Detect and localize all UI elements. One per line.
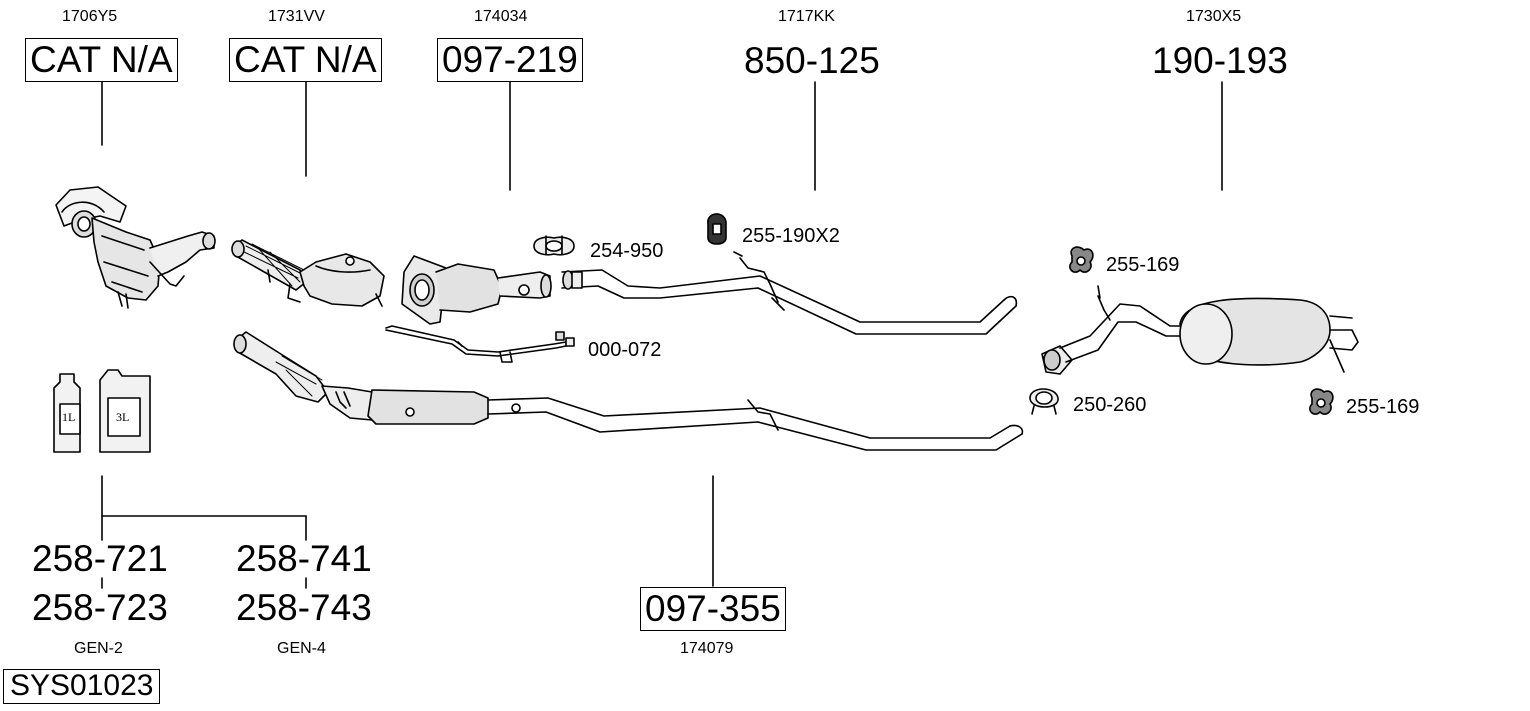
- intermediate-pipe-drawing: [561, 251, 1018, 335]
- part-code[interactable]: 850-125: [744, 40, 880, 81]
- fluid-code[interactable]: 258-721: [32, 538, 168, 579]
- part-ref-label: 1730X5: [1186, 8, 1242, 25]
- part-code-box[interactable]: CAT N/A: [229, 38, 382, 82]
- part-code-box[interactable]: 097-219: [437, 38, 583, 82]
- fluid-code[interactable]: 258-723: [32, 587, 168, 628]
- part-code[interactable]: 190-193: [1152, 40, 1288, 81]
- part-code-box[interactable]: 097-355: [640, 587, 786, 631]
- sensor-pipe-drawing: [385, 325, 575, 363]
- accessory-code[interactable]: 000-072: [588, 339, 662, 361]
- bottle-volume-label: 1L: [62, 410, 76, 424]
- part-ref-label: 1717KK: [778, 8, 835, 25]
- clamp-254-950-drawing: [533, 235, 575, 256]
- accessory-code[interactable]: 255-169: [1346, 396, 1420, 418]
- part-ref-label: 174079: [680, 640, 734, 657]
- fluid-code[interactable]: 258-743: [236, 587, 372, 628]
- part-ref-label: 174034: [474, 8, 528, 25]
- accessory-code[interactable]: 255-169: [1106, 254, 1180, 276]
- fluid-code[interactable]: 258-741: [236, 538, 372, 579]
- accessory-code[interactable]: 255-190X2: [742, 225, 840, 247]
- accessory-code[interactable]: 254-950: [590, 240, 664, 262]
- particulate-filter-drawing: [401, 255, 552, 325]
- fluid-bottle-3l-icon: [99, 369, 151, 453]
- gen-label: GEN-4: [277, 640, 326, 657]
- clamp-250-260-drawing: [1029, 388, 1059, 415]
- rubber-mount-drawing: [1069, 246, 1334, 415]
- part-code-box[interactable]: CAT N/A: [25, 38, 178, 82]
- system-code-box[interactable]: SYS01023: [3, 669, 161, 704]
- gen-label: GEN-2: [74, 640, 123, 657]
- rear-silencer-drawing: [1041, 285, 1359, 375]
- part-ref-label: 1731VV: [268, 8, 325, 25]
- lower-pipe-silencer-drawing: [233, 331, 1024, 451]
- part-ref-label: 1706Y5: [62, 8, 118, 25]
- accessory-code[interactable]: 250-260: [1073, 394, 1147, 416]
- bottle-volume-label: 3L: [116, 410, 130, 424]
- fluid-bottle-1l-icon: [53, 373, 81, 453]
- rubber-hanger-drawing: [707, 213, 727, 245]
- manifold-catalyst-drawing: [55, 186, 216, 309]
- front-pipe-catalyst-drawing: [231, 239, 385, 307]
